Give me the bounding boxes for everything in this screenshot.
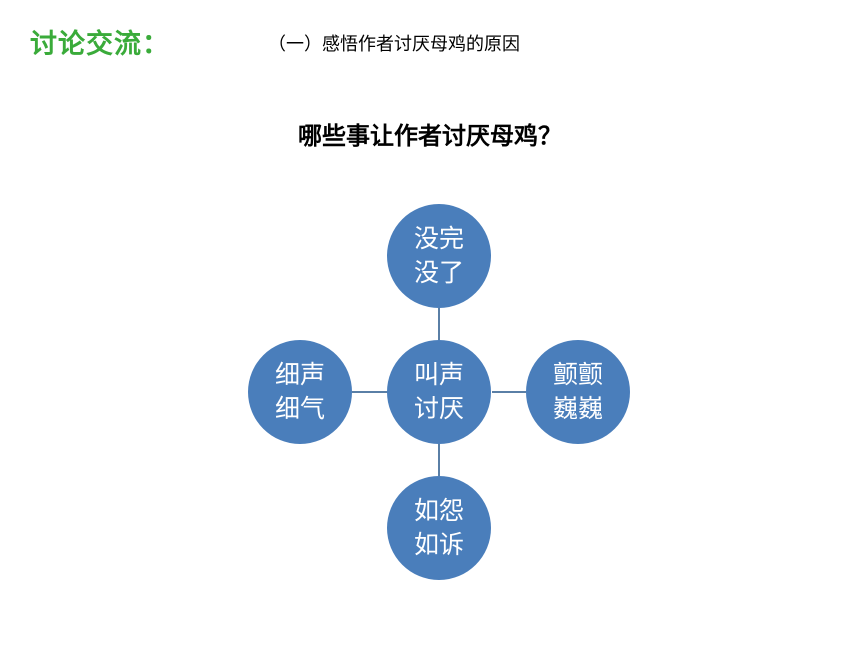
node-top-line1: 没完	[413, 224, 464, 253]
node-top-line2: 没了	[413, 258, 464, 287]
node-bottom: 如怨 如诉	[387, 476, 491, 580]
node-left-line2: 细气	[274, 394, 325, 423]
node-right-line1: 颤颤	[552, 360, 603, 389]
question-title: 哪些事让作者讨厌母鸡？	[298, 122, 562, 150]
node-right-line2: 巍巍	[552, 394, 603, 423]
node-center-line2: 讨厌	[413, 394, 464, 423]
connector-bottom	[438, 444, 440, 476]
connector-left	[352, 391, 388, 393]
connector-right	[492, 391, 526, 393]
node-bottom-line2: 如诉	[413, 530, 464, 559]
node-left: 细声 细气	[248, 340, 352, 444]
node-center-line1: 叫声	[413, 360, 464, 389]
node-right: 颤颤 巍巍	[526, 340, 630, 444]
node-center: 叫声 讨厌	[387, 340, 491, 444]
section-heading: 讨论交流：	[30, 29, 170, 60]
connector-top	[438, 308, 440, 340]
section-subtitle: （一）感悟作者讨厌母鸡的原因	[268, 34, 520, 55]
node-bottom-line1: 如怨	[413, 496, 464, 525]
node-left-line1: 细声	[274, 360, 325, 389]
node-top: 没完 没了	[387, 204, 491, 308]
